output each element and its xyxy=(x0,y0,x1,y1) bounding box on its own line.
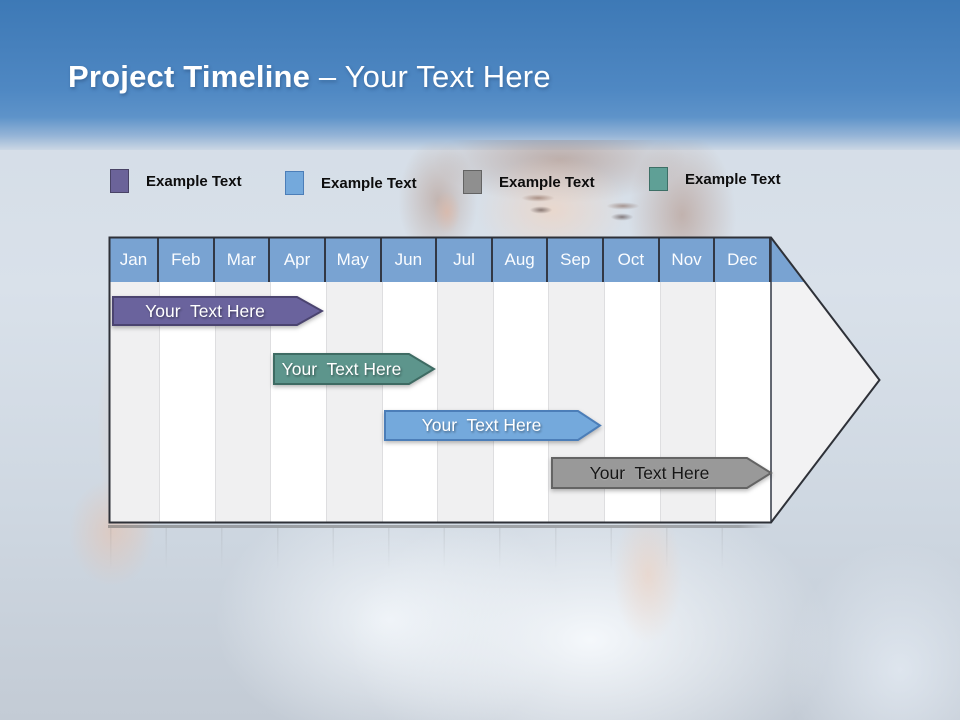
legend-label: Example Text xyxy=(685,170,781,188)
month-cell-nov: Nov xyxy=(659,237,716,282)
month-cell-dec: Dec xyxy=(715,237,771,282)
task-bar-4-shape xyxy=(551,457,773,489)
task-bar-1: Your Text Here xyxy=(112,296,324,326)
task-bar-label: Your Text Here xyxy=(281,358,402,379)
task-bar-3-shape xyxy=(384,410,602,441)
legend-swatch-blue xyxy=(285,171,304,195)
legend-item-4: Example Text xyxy=(649,167,781,191)
task-bar-1-shape xyxy=(112,296,324,326)
arrow-tip-fill xyxy=(771,238,879,522)
title-band xyxy=(0,0,960,150)
month-column xyxy=(381,282,438,523)
legend-item-2: Example Text xyxy=(285,171,417,195)
task-bar-2: Your Text Here xyxy=(273,353,436,385)
task-bar-label: Your Text Here xyxy=(145,300,265,321)
title-subtitle: – Your Text Here xyxy=(310,59,551,94)
month-cell-apr: Apr xyxy=(270,237,326,282)
month-column xyxy=(437,282,493,523)
month-cell-sep: Sep xyxy=(548,237,605,282)
month-cell-jan: Jan xyxy=(110,237,159,282)
month-cell-jul: Jul xyxy=(437,237,493,282)
task-bar-label: Your Text Here xyxy=(589,462,710,483)
month-cell-feb: Feb xyxy=(159,237,215,282)
month-column xyxy=(325,282,382,523)
legend-label: Example Text xyxy=(321,174,417,192)
arrow-shape xyxy=(108,236,881,524)
task-bar-2-shape xyxy=(273,353,436,385)
month-cell-oct: Oct xyxy=(604,237,660,282)
legend-item-1: Example Text xyxy=(110,169,242,193)
legend-swatch-teal xyxy=(649,167,668,191)
legend-label: Example Text xyxy=(499,173,595,191)
month-cell-aug: Aug xyxy=(492,237,549,282)
task-bar-3: Your Text Here xyxy=(384,410,602,441)
month-column xyxy=(492,282,549,523)
month-header-row: Jan Feb Mar Apr May Jun Jul Aug Sep Oct … xyxy=(110,237,771,282)
month-cell-jun: Jun xyxy=(381,237,438,282)
legend-label: Example Text xyxy=(146,172,242,190)
month-cell-mar: Mar xyxy=(214,237,271,282)
task-bar-4: Your Text Here xyxy=(551,457,773,489)
page-title: Project Timeline – Your Text Here xyxy=(68,59,551,95)
chart-reflection xyxy=(110,528,772,574)
arrow-outline xyxy=(108,236,881,524)
month-cell-may: May xyxy=(325,237,382,282)
title-main: Project Timeline xyxy=(68,59,311,94)
legend-item-3: Example Text xyxy=(463,170,595,194)
legend-swatch-gray xyxy=(463,170,482,194)
task-bar-label: Your Text Here xyxy=(421,415,542,435)
legend-swatch-purple xyxy=(110,169,129,193)
chart-bottom-shadow xyxy=(108,525,772,528)
timeline-chart: Jan Feb Mar Apr May Jun Jul Aug Sep Oct … xyxy=(108,236,882,524)
